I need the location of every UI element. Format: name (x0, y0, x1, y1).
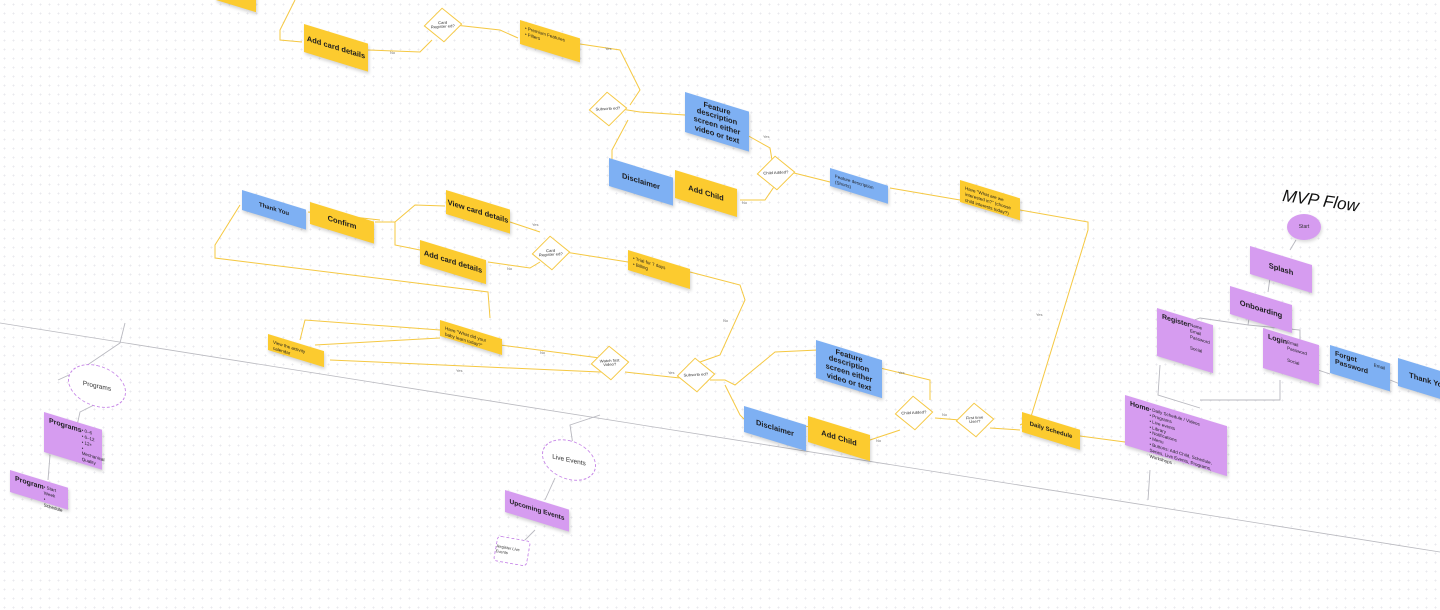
edge-label-yes-7: Yes (1036, 312, 1043, 317)
card-registered-mid-text: Card Register ed? (539, 247, 564, 258)
connector-top-j (889, 187, 961, 201)
edge-label-yes-5: Yes (668, 370, 675, 375)
edge-label-no-3: No (507, 266, 513, 271)
connector-mid-j (299, 319, 441, 341)
connector-login-home (1200, 380, 1281, 401)
connector-mid-h (499, 344, 601, 359)
lane-divider (0, 322, 1440, 553)
home-title: Home (1130, 400, 1150, 414)
connector-home-bottom (1147, 469, 1151, 501)
disclaimer-top-label: Disclaimer (622, 170, 660, 192)
connector-low-e (869, 429, 901, 441)
connector-low-c (879, 367, 931, 400)
connector-low-g (989, 427, 1021, 431)
connector-mid-i (314, 337, 441, 346)
connector-top-k (1019, 209, 1089, 426)
connector-top-a (279, 0, 303, 43)
connector-mid-f (214, 204, 491, 319)
connector-mid-g (689, 271, 746, 363)
edge-label-no-6: No (876, 438, 882, 443)
connector-upcoming (544, 477, 556, 501)
connector-program (47, 454, 51, 481)
confirm-label: Confirm (327, 213, 357, 231)
connector-mid-c (509, 221, 541, 233)
start-node[interactable]: Start (1287, 214, 1321, 240)
connector-live (569, 414, 601, 446)
connector-register-home (1157, 364, 1201, 409)
connector-mid-d (487, 261, 541, 269)
add-child-top-label: Add Child (688, 182, 724, 203)
edge-label-no-5: No (540, 350, 546, 355)
onboarding-label: Onboarding (1239, 297, 1283, 320)
edge-label-no-2: No (742, 200, 748, 205)
add-child-bottom-label: Add Child (821, 427, 857, 448)
program-title: Program (15, 475, 44, 492)
connector-top-g (744, 133, 773, 161)
connector-mid-k (329, 359, 610, 373)
subscribed-mid-text: Subscrib ed? (683, 371, 709, 378)
register-body: Name Email Password Social (1190, 322, 1210, 355)
login-body: Email Password Social (1287, 339, 1307, 366)
splash-label: Splash (1268, 260, 1294, 277)
connector-low-a (710, 349, 819, 386)
child-added-bottom-text: Child Added? (901, 409, 927, 416)
subscribed-top-text: Subscrib ed? (595, 105, 621, 112)
thank-you-left-label: Thank You (258, 201, 290, 217)
forget-password-body: Email (1373, 362, 1385, 371)
connector-top-b (367, 39, 433, 53)
edge-label-yes-1: Yes (605, 46, 612, 51)
edge-label-no-7: No (942, 412, 948, 417)
connector-mid-b (375, 204, 446, 223)
card-registered-top-text: Card Register ed? (431, 19, 456, 30)
edge-label-no-4: No (723, 318, 729, 323)
register-title: Register (1162, 313, 1191, 330)
connector-low-b (724, 384, 746, 421)
connector-splash-onboard (1267, 277, 1271, 293)
connector-start-splash (1289, 239, 1297, 251)
disclaimer-bottom-label: Disclaimer (756, 417, 794, 438)
connector-mid-e (564, 251, 629, 263)
edge-label-yes-6: Yes (898, 370, 905, 375)
connector-mid-b2 (394, 222, 421, 251)
connector-login-forget (1317, 369, 1331, 375)
edge-label-yes-3: Yes (532, 222, 539, 227)
connector-top-c (454, 24, 519, 39)
child-added-top-text: Child Added? (763, 169, 789, 176)
watch-first-text: Watch first Video? (599, 357, 620, 368)
edge-label-no-1: No (390, 50, 396, 55)
connector-mid-l (624, 371, 681, 379)
edge-label-yes-2: Yes (763, 134, 770, 139)
connector-top-i (789, 171, 831, 183)
edge-label-yes-4: Yes (456, 368, 463, 373)
register-event-node[interactable]: Register Live Events (493, 535, 531, 567)
connector-top-d (579, 43, 641, 106)
login-title: Login (1268, 333, 1288, 347)
first-time-text: First time User? (966, 414, 984, 425)
thank-you-right-label: Thank You (1409, 370, 1440, 391)
programs-body: • 0–6 • 6–12 • 12+ • Mechanical Quality (81, 427, 105, 467)
